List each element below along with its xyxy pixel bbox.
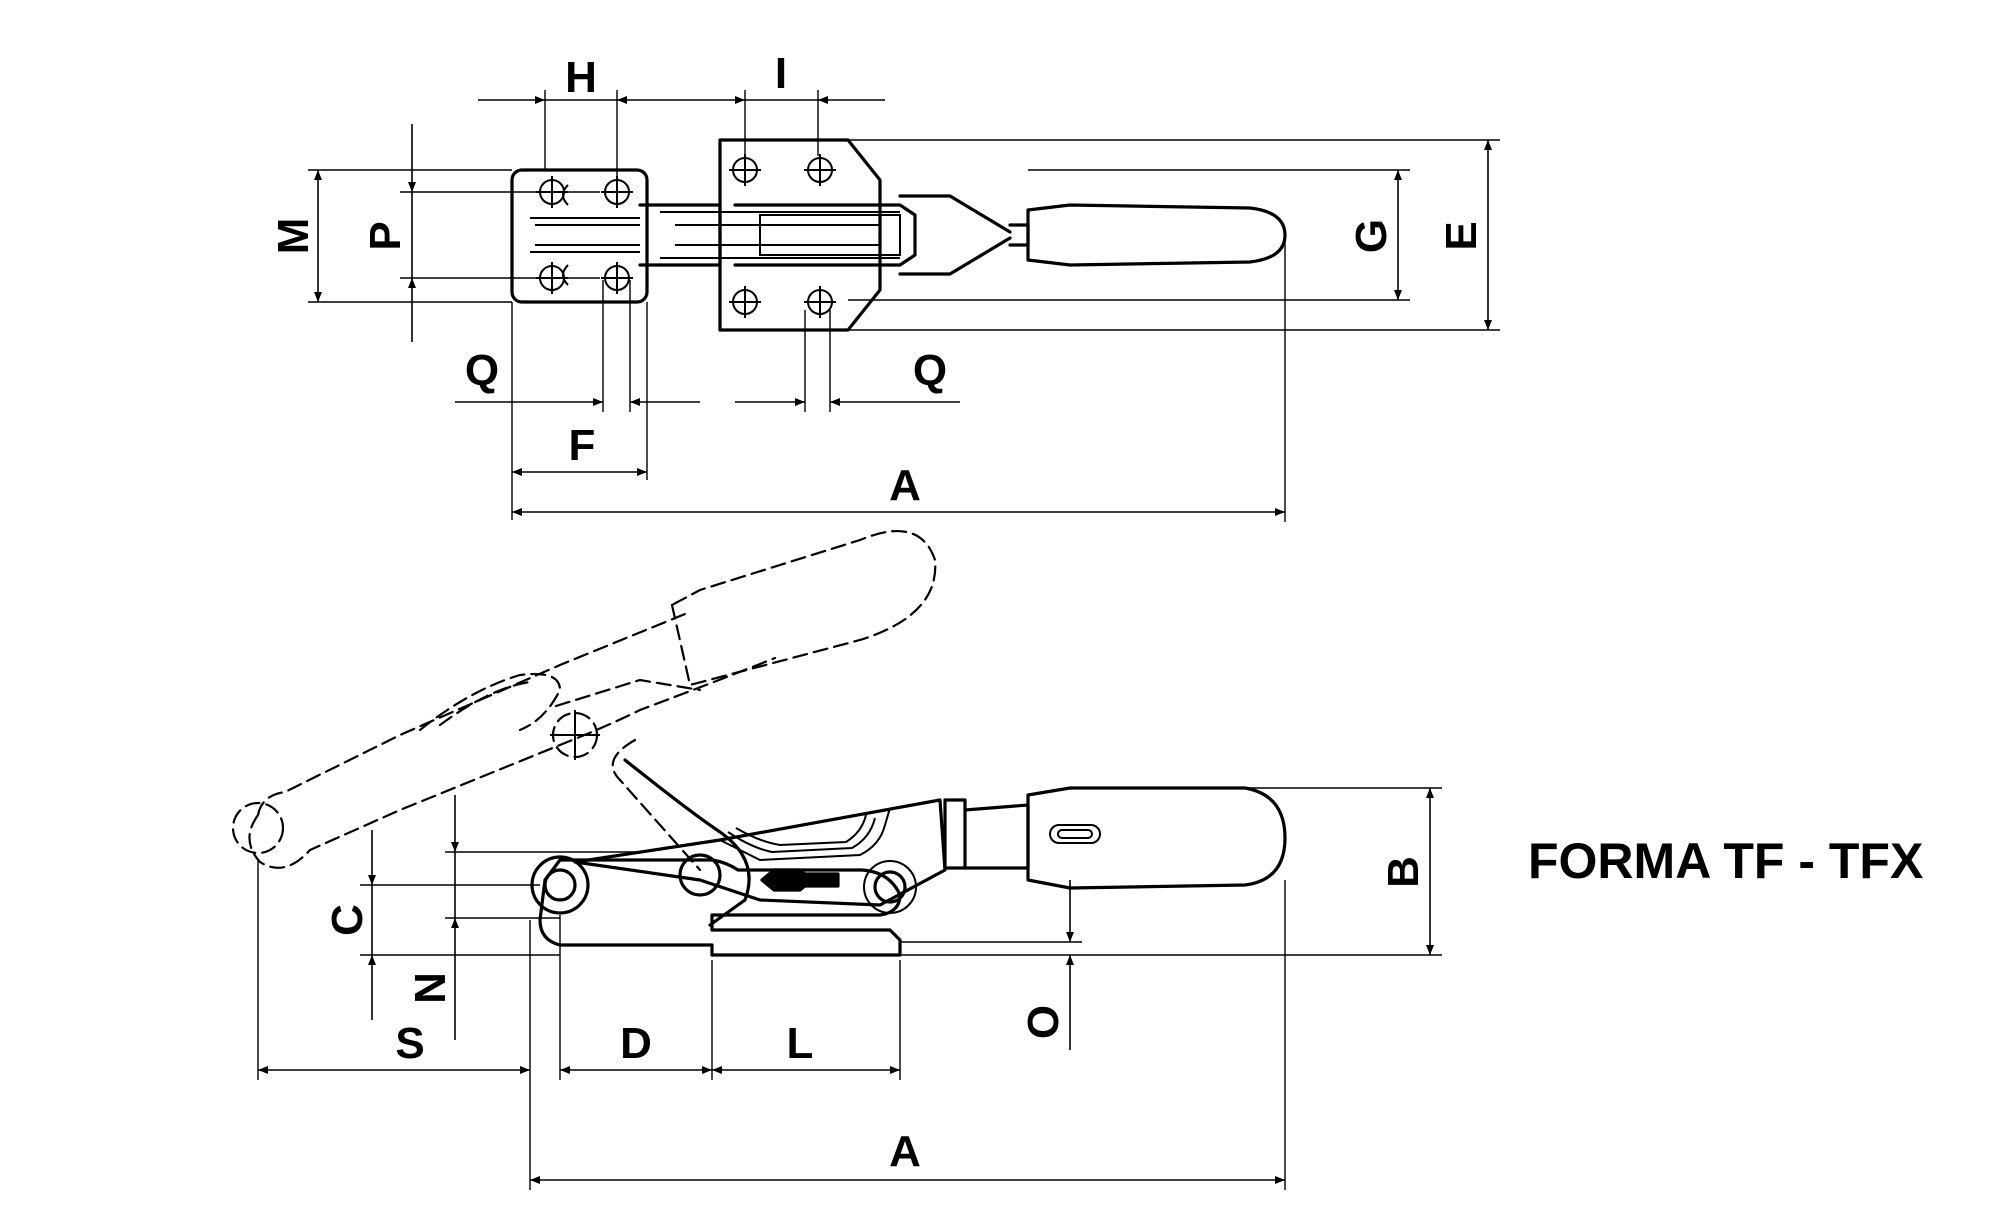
- dim-label-Q-left: Q: [465, 346, 499, 395]
- slot: [759, 214, 901, 256]
- left-plate-holes: [536, 176, 633, 294]
- drawing-title: FORMA TF - TFX: [1528, 833, 1923, 889]
- dim-label-E: E: [1437, 221, 1486, 250]
- dim-label-N: N: [406, 972, 455, 1004]
- front-pivot-outer: [863, 860, 917, 914]
- open-position-dashed: [231, 529, 937, 872]
- dim-label-M: M: [269, 218, 318, 255]
- dim-label-D: D: [620, 1019, 652, 1068]
- handle-collar: [943, 798, 967, 870]
- front-pivot-hole: [873, 870, 907, 904]
- bolt-shank: [798, 872, 840, 888]
- hook-bend: [562, 184, 569, 286]
- dashed-handle: [670, 529, 937, 687]
- dim-label-G: G: [1347, 219, 1396, 253]
- dim-label-L: L: [787, 1019, 814, 1068]
- top-view: H I M P G E Q: [269, 49, 1500, 522]
- rod-frame: [638, 203, 722, 267]
- side-view: B C N O S D L A: [231, 529, 1442, 1190]
- dim-label-A-bottom: A: [889, 1127, 921, 1176]
- latch-hook: [530, 217, 640, 253]
- rods: [660, 211, 900, 259]
- dim-label-F: F: [569, 421, 596, 470]
- dim-label-B: B: [1379, 856, 1428, 888]
- dashed-lower-arm: [248, 656, 777, 869]
- base: [538, 858, 902, 957]
- handle-grip: [1026, 203, 1287, 267]
- dashed-upper-arm: [256, 610, 692, 817]
- base-plate-left: [510, 168, 649, 304]
- dashed-link: [611, 738, 702, 872]
- dim-label-O: O: [1019, 1005, 1068, 1039]
- dim-label-Q-right: Q: [913, 346, 947, 395]
- handle-arms: [898, 194, 1012, 276]
- main-pivot-hole: [543, 868, 577, 902]
- link-pivot: [678, 853, 722, 897]
- dim-label-I: I: [775, 49, 787, 98]
- handle-neck: [1008, 223, 1030, 247]
- lever-inner: [719, 807, 891, 862]
- dim-label-P: P: [361, 221, 410, 250]
- dim-label-S: S: [395, 1019, 424, 1068]
- dim-label-H: H: [565, 53, 597, 102]
- dim-label-C: C: [323, 904, 372, 936]
- dashed-rod: [418, 672, 562, 732]
- lever-body-side: [573, 798, 947, 907]
- connecting-link: [623, 758, 751, 927]
- lever-body: [733, 203, 917, 267]
- right-plate-holes: [729, 154, 836, 318]
- handle-slot: [1049, 824, 1101, 844]
- handle-grip-side: [1026, 786, 1287, 890]
- main-pivot-outer: [530, 855, 590, 915]
- dim-label-A-top: A: [889, 461, 921, 510]
- handle-neck-side: [963, 803, 1030, 870]
